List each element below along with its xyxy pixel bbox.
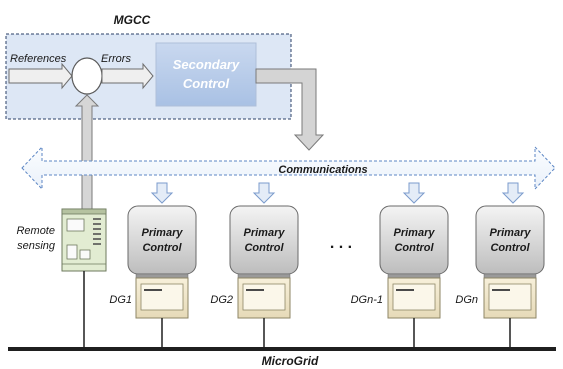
primary-control-line2: Control	[394, 242, 434, 254]
primary-control-box	[229, 205, 299, 275]
dg-panel	[140, 283, 184, 311]
secondary-control-box	[155, 42, 257, 107]
secondary-control-line1: Secondary	[173, 57, 240, 72]
microgrid-bus	[8, 347, 556, 351]
dg-unit-4: Primary Control	[475, 205, 545, 349]
microgrid-label: MicroGrid	[262, 354, 319, 368]
comm-arrow-4	[501, 182, 525, 204]
dg-label-3: DGn-1	[351, 294, 383, 306]
ellipsis: . . .	[330, 235, 352, 252]
dg-unit-1: Primary Control	[127, 205, 197, 349]
dg-label-1: DG1	[109, 294, 132, 306]
primary-control-line1: Primary	[490, 227, 532, 239]
references-arrow	[8, 62, 73, 90]
primary-control-box	[379, 205, 449, 275]
primary-control-line1: Primary	[394, 227, 436, 239]
communications-label: Communications	[278, 164, 367, 176]
references-label: References	[10, 53, 67, 65]
summing-junction	[71, 57, 103, 95]
dg-panel	[392, 283, 436, 311]
primary-control-line1: Primary	[244, 227, 286, 239]
mgcc-title: MGCC	[114, 13, 151, 27]
feedback-arrow	[74, 94, 100, 211]
primary-control-line2: Control	[490, 242, 530, 254]
comm-down-arrows	[150, 182, 525, 204]
secondary-to-communications-arrow	[255, 68, 325, 151]
primary-control-pins	[237, 273, 291, 279]
primary-control-line2: Control	[244, 242, 284, 254]
dg-unit-3: Primary Control	[379, 205, 449, 349]
dg-unit-2: Primary Control	[229, 205, 299, 349]
primary-control-line2: Control	[142, 242, 182, 254]
primary-control-box	[127, 205, 197, 275]
primary-control-pins	[387, 273, 441, 279]
primary-control-pins	[483, 273, 537, 279]
secondary-control-line2: Control	[183, 76, 230, 91]
errors-label: Errors	[101, 53, 131, 65]
primary-control-pins	[135, 273, 189, 279]
remote-sensing-line1: Remote	[16, 225, 55, 237]
dg-panel	[242, 283, 286, 311]
communications-bus	[21, 145, 556, 191]
comm-arrow-2	[252, 182, 276, 204]
remote-sensing-line2: sensing	[17, 240, 56, 252]
primary-control-box	[475, 205, 545, 275]
dg-label-4: DGn	[455, 294, 478, 306]
comm-arrow-3	[402, 182, 426, 204]
remote-sensing-device	[61, 208, 107, 272]
dg-label-2: DG2	[210, 294, 233, 306]
comm-arrow-1	[150, 182, 174, 204]
dg-panel	[488, 283, 532, 311]
primary-control-line1: Primary	[142, 227, 184, 239]
errors-arrow	[101, 62, 154, 90]
